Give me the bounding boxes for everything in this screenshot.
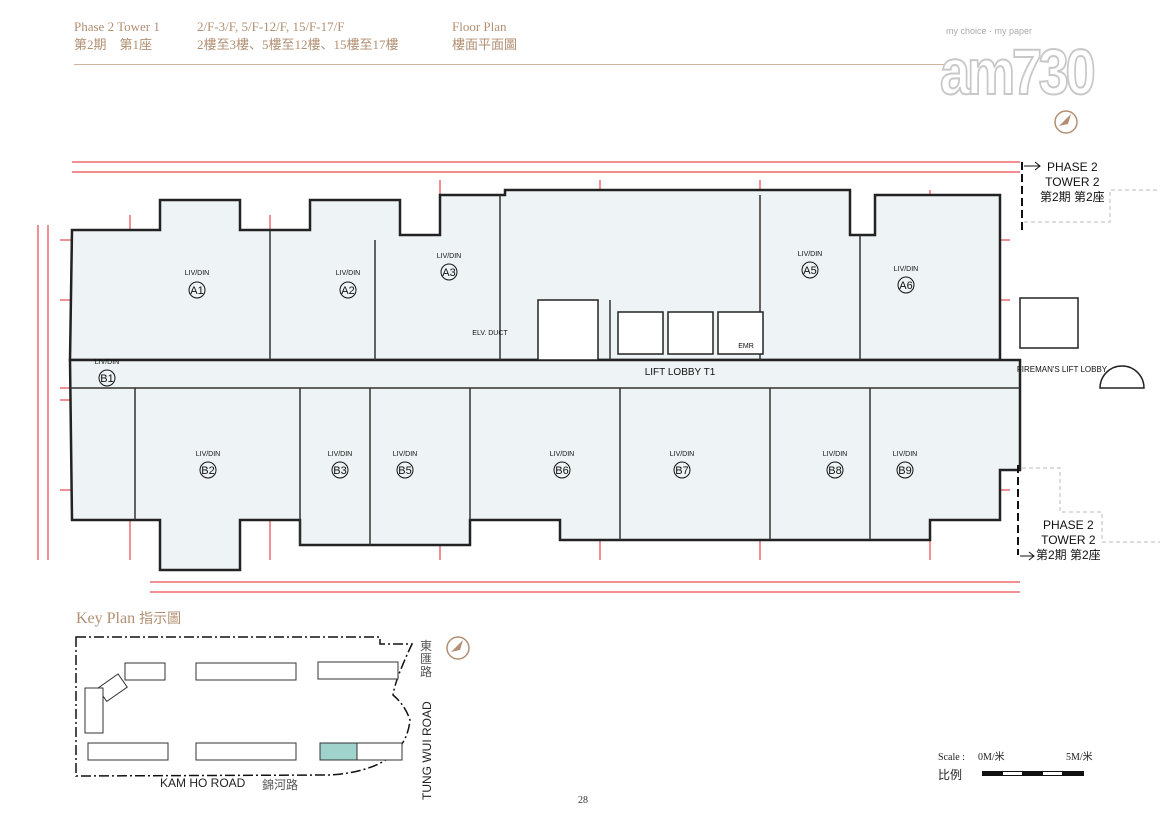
- t2-line1: PHASE 2: [1046, 160, 1098, 174]
- svg-text:A1: A1: [190, 285, 203, 297]
- room-label: LIV/DIN: [893, 451, 918, 458]
- room-label: LIV/DIN: [328, 451, 353, 458]
- fireman-lobby-label: FIREMAN'S LIFT LOBBY: [1017, 365, 1108, 374]
- title-en: Floor Plan: [452, 19, 507, 34]
- tower2-label-bottom: PHASE 2 TOWER 2 第2期 第2座: [1036, 518, 1101, 563]
- key-plan-map: [75, 636, 414, 777]
- svg-text:A2: A2: [341, 285, 354, 297]
- room-label: LIV/DIN: [196, 451, 221, 458]
- unit-b5: B5 LIV/DIN: [393, 451, 418, 479]
- scale-start: 0M/米: [978, 752, 1005, 763]
- key-title-zh: 指示圖: [139, 612, 182, 627]
- internal-walls: [70, 195, 1020, 545]
- unit-a2: A2 LIV/DIN: [336, 270, 361, 299]
- road-east-zh: 東匯路: [420, 639, 433, 679]
- scale-end: 5M/米: [1066, 752, 1093, 763]
- svg-text:A5: A5: [803, 265, 816, 277]
- svg-text:B5: B5: [398, 465, 411, 477]
- floors-zh: 2樓至3樓、5樓至12樓、15樓至17樓: [197, 37, 399, 52]
- key-plan-title: Key Plan 指示圖: [76, 608, 181, 628]
- unit-b7: B7 LIV/DIN: [670, 451, 695, 479]
- room-label: LIV/DIN: [336, 270, 361, 277]
- scale-bar-graphic: [982, 771, 1084, 776]
- tower2-boundary: [1017, 161, 1160, 561]
- room-label: LIV/DIN: [185, 270, 210, 277]
- room-label: LIV/DIN: [550, 451, 575, 458]
- svg-text:B2: B2: [201, 465, 214, 477]
- room-label: LIV/DIN: [894, 266, 919, 273]
- unit-b2: B2 LIV/DIN: [196, 451, 221, 479]
- room-label: LIV/DIN: [393, 451, 418, 458]
- unit-a6: A6 LIV/DIN: [894, 266, 919, 294]
- t2-line3: 第2期 第2座: [1036, 548, 1101, 562]
- unit-a1: A1 LIV/DIN: [185, 270, 210, 299]
- room-label: LIV/DIN: [670, 451, 695, 458]
- page-number: 28: [578, 795, 588, 806]
- header-title: Floor Plan 樓面平面圖: [452, 18, 517, 54]
- unit-b9: B9 LIV/DIN: [893, 451, 918, 479]
- road-east-en: TUNG WUI ROAD: [420, 701, 434, 800]
- lift-lobby-label: LIFT LOBBY T1: [645, 367, 716, 378]
- t2-line2: TOWER 2: [1045, 175, 1100, 189]
- phase-zh: 第2期 第1座: [74, 37, 153, 52]
- svg-text:B1: B1: [100, 373, 113, 385]
- elv-duct-label: ELV. DUCT: [472, 330, 508, 337]
- svg-text:B6: B6: [555, 465, 568, 477]
- svg-text:B7: B7: [675, 465, 688, 477]
- title-zh: 樓面平面圖: [452, 37, 518, 52]
- tower2-label-top: PHASE 2 TOWER 2 第2期 第2座: [1040, 160, 1105, 205]
- room-label: LIV/DIN: [95, 359, 120, 366]
- scale-bar: Scale : 0M/米 5M/米 比例: [938, 752, 1118, 792]
- key-north-arrow-icon: [446, 636, 470, 660]
- road-south-zh: 錦河路: [262, 778, 299, 792]
- unit-b6: B6 LIV/DIN: [550, 451, 575, 479]
- room-label: LIV/DIN: [437, 253, 462, 260]
- lift-shafts: [537, 297, 1145, 389]
- highlighted-tower: [319, 742, 358, 761]
- north-arrow-icon: [1054, 110, 1078, 134]
- building-walls: [68, 188, 1022, 572]
- phase-en: Phase 2 Tower 1: [74, 19, 160, 34]
- svg-text:B3: B3: [333, 465, 346, 477]
- unit-b1: B1 LIV/DIN: [95, 359, 120, 387]
- t2-line2: TOWER 2: [1041, 533, 1096, 547]
- logo-text: am730: [939, 36, 1096, 108]
- header-phase: Phase 2 Tower 1 第2期 第1座: [74, 18, 160, 54]
- unit-b8: B8 LIV/DIN: [823, 451, 848, 479]
- emr-label: EMR: [738, 343, 754, 350]
- unit-a3: A3 LIV/DIN: [437, 253, 462, 281]
- header-floors: 2/F-3/F, 5/F-12/F, 15/F-17/F 2樓至3樓、5樓至12…: [197, 18, 399, 54]
- svg-text:B9: B9: [898, 465, 911, 477]
- key-title-en: Key Plan: [76, 610, 136, 627]
- svg-text:A3: A3: [442, 267, 455, 279]
- svg-text:A6: A6: [899, 280, 912, 292]
- road-south-en: KAM HO ROAD: [160, 776, 246, 790]
- am730-logo: my choice · my paper am730: [936, 26, 1126, 116]
- t2-line1: PHASE 2: [1042, 518, 1094, 532]
- floors-en: 2/F-3/F, 5/F-12/F, 15/F-17/F: [197, 19, 345, 34]
- room-label: LIV/DIN: [823, 451, 848, 458]
- header-rule: [74, 64, 954, 65]
- logo-tagline: my choice · my paper: [946, 26, 1033, 36]
- svg-text:B8: B8: [828, 465, 841, 477]
- scale-label-en: Scale :: [938, 752, 965, 763]
- unit-a5: A5 LIV/DIN: [798, 251, 823, 279]
- scale-label-zh: 比例: [938, 768, 963, 782]
- unit-b3: B3 LIV/DIN: [328, 451, 353, 479]
- t2-line3: 第2期 第2座: [1040, 190, 1105, 204]
- room-label: LIV/DIN: [798, 251, 823, 258]
